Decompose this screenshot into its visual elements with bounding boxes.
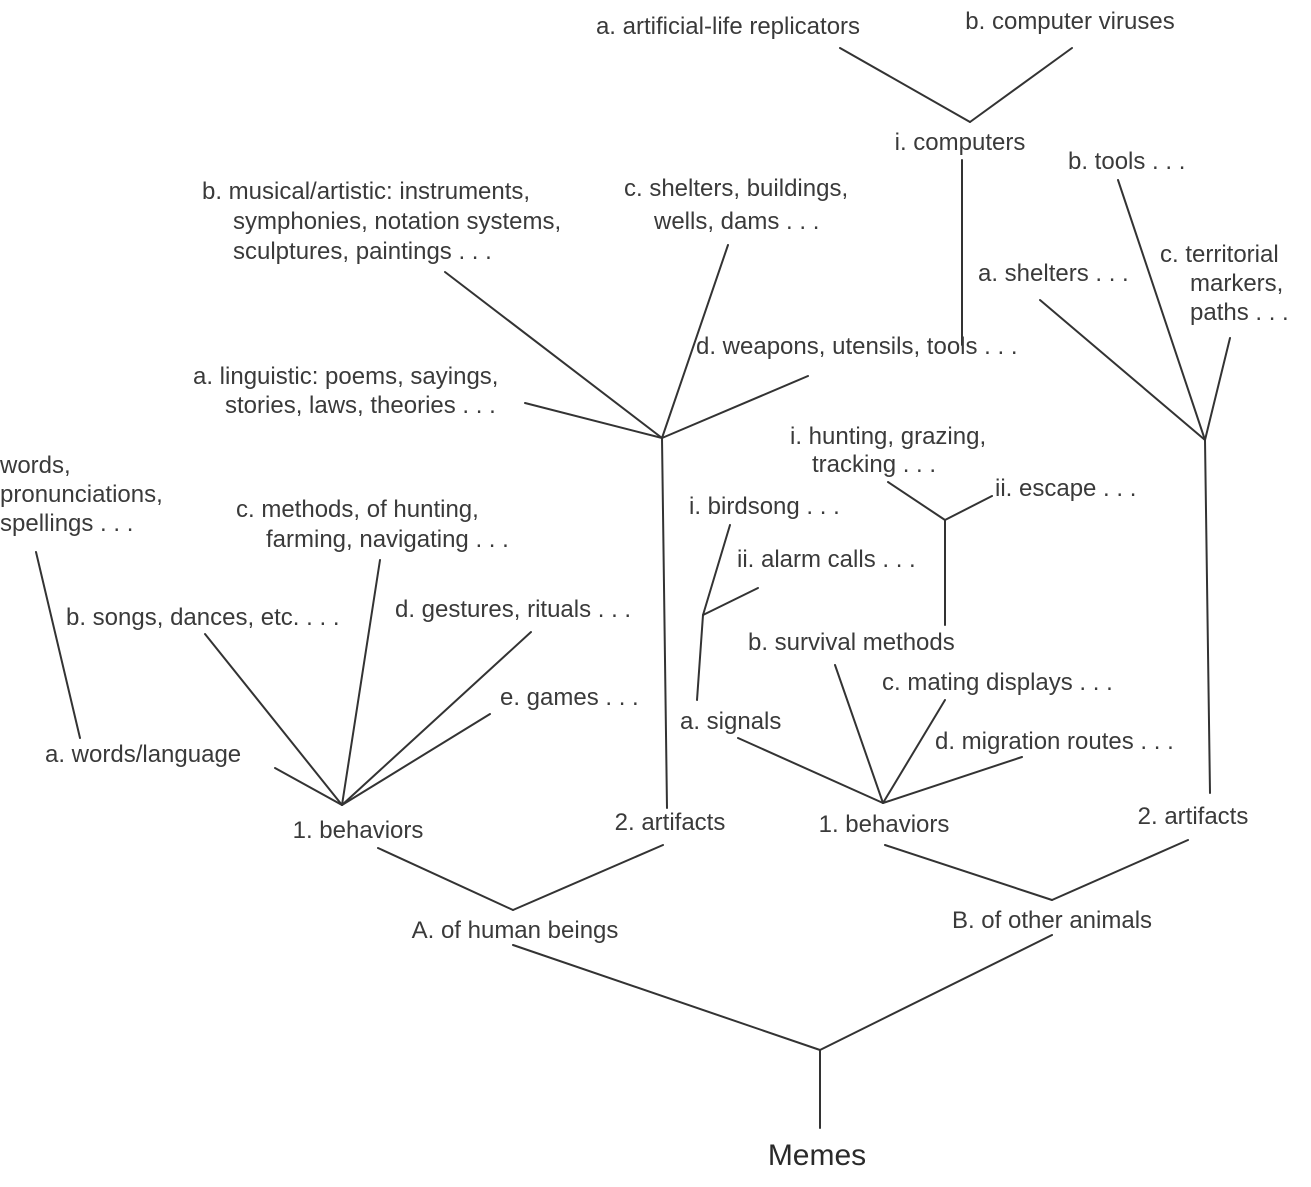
branch-gestures — [341, 631, 532, 806]
branch-words-detail — [35, 551, 81, 739]
branch-animals-to-artifacts — [1051, 839, 1189, 901]
animal-artifacts-label: 2. artifacts — [1138, 803, 1249, 830]
methods-line-1: c. methods, of hunting, — [236, 496, 479, 523]
tree-labels: Memes A. of human beings 1. behaviors 2.… — [0, 8, 1289, 1172]
other-animals-label: B. of other animals — [952, 907, 1152, 934]
gestures-label: d. gestures, rituals . . . — [395, 596, 631, 623]
human-beings-label: A. of human beings — [412, 917, 619, 944]
survival-methods-label: b. survival methods — [748, 629, 955, 656]
linguistic-line-2: stories, laws, theories . . . — [225, 392, 496, 419]
territorial-line-1: c. territorial — [1160, 241, 1279, 268]
hunting-line-2: tracking . . . — [812, 451, 936, 478]
territorial-line-2: markers, — [1190, 270, 1283, 297]
words-language-label: a. words/language — [45, 741, 241, 768]
migration-routes-label: d. migration routes . . . — [935, 728, 1174, 755]
branch-weapons — [661, 375, 809, 439]
words-detail-line-1: words, — [0, 452, 71, 479]
branch-shelters-buildings — [661, 244, 729, 439]
tree-branches — [35, 47, 1231, 1129]
branch-words-language — [274, 767, 343, 806]
words-detail-line-3: spellings . . . — [0, 510, 133, 537]
branch-migration — [882, 756, 1023, 804]
branch-birdsong — [702, 524, 731, 616]
branch-signals-stem — [696, 614, 704, 701]
branch-songs-dances — [204, 633, 343, 806]
branch-musical — [444, 271, 663, 439]
methods-line-2: farming, navigating . . . — [266, 526, 509, 553]
musical-line-2: symphonies, notation systems, — [233, 208, 561, 235]
tools-label: b. tools . . . — [1068, 148, 1185, 175]
alife-label: a. artificial-life replicators — [596, 13, 860, 40]
branch-to-human-beings — [512, 944, 821, 1051]
human-artifacts-label: 2. artifacts — [615, 809, 726, 836]
branch-alarm-calls — [702, 587, 759, 616]
birdsong-label: i. birdsong . . . — [689, 493, 840, 520]
mating-displays-label: c. mating displays . . . — [882, 669, 1113, 696]
branch-methods — [341, 559, 381, 806]
human-behaviors-label: 1. behaviors — [293, 817, 424, 844]
branch-survival — [834, 664, 884, 804]
games-label: e. games . . . — [500, 684, 639, 711]
branch-mating — [882, 699, 946, 804]
branch-animals-to-behaviors — [884, 844, 1053, 901]
animal-shelters-label: a. shelters . . . — [978, 260, 1129, 287]
branch-signals — [737, 737, 884, 804]
shelters-buildings-line-1: c. shelters, buildings, — [624, 175, 848, 202]
branch-viruses — [969, 47, 1073, 123]
musical-line-3: sculptures, paintings . . . — [233, 238, 492, 265]
branch-artifacts-stem — [661, 437, 668, 809]
animal-behaviors-label: 1. behaviors — [819, 811, 950, 838]
linguistic-line-1: a. linguistic: poems, sayings, — [193, 363, 498, 390]
branch-hunting — [887, 481, 946, 521]
root-label: Memes — [768, 1139, 866, 1172]
branch-to-other-animals — [819, 934, 1053, 1051]
territorial-line-3: paths . . . — [1190, 299, 1289, 326]
branch-human-to-artifacts — [512, 844, 664, 911]
songs-dances-label: b. songs, dances, etc. . . . — [66, 604, 339, 631]
branch-alife — [839, 47, 971, 123]
alarm-calls-label: ii. alarm calls . . . — [737, 546, 916, 573]
escape-label: ii. escape . . . — [995, 475, 1136, 502]
branch-territorial — [1204, 337, 1231, 441]
branch-games — [341, 713, 491, 806]
shelters-buildings-line-2: wells, dams . . . — [653, 208, 819, 235]
branch-animal-shelters — [1039, 299, 1206, 441]
branch-escape — [944, 495, 993, 521]
hunting-line-1: i. hunting, grazing, — [790, 423, 986, 450]
branch-linguistic — [524, 402, 663, 439]
branch-human-to-behaviors — [377, 847, 514, 911]
computers-label: i. computers — [895, 129, 1026, 156]
musical-line-1: b. musical/artistic: instruments, — [202, 178, 530, 205]
signals-label: a. signals — [680, 708, 781, 735]
viruses-label: b. computer viruses — [965, 8, 1174, 35]
branch-animal-artifacts-stem — [1204, 439, 1211, 794]
branch-tools — [1117, 179, 1206, 441]
words-detail-line-2: pronunciations, — [0, 481, 163, 508]
weapons-label: d. weapons, utensils, tools . . . — [696, 333, 1018, 360]
